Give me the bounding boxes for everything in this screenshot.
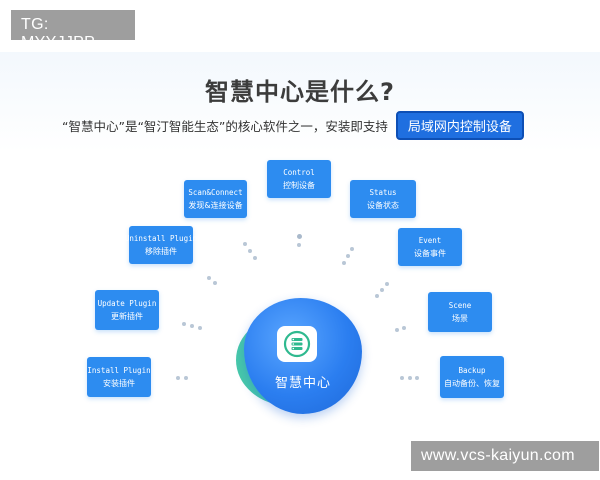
feature-en-label: Scene xyxy=(448,300,472,310)
server-stack-icon xyxy=(277,326,317,362)
feature-cn-label: 安装插件 xyxy=(103,378,135,388)
connector-dot xyxy=(213,281,217,285)
feature-event[interactable]: Event 设备事件 xyxy=(398,228,462,266)
feature-en-label: Status xyxy=(369,187,397,197)
connector-dot xyxy=(350,247,354,251)
connector-dot xyxy=(184,376,188,380)
feature-cn-label: 自动备份、恢复 xyxy=(444,378,500,388)
feature-status[interactable]: Status 设备状态 xyxy=(350,180,416,218)
feature-en-label: Uninstall Plugin xyxy=(124,233,198,243)
feature-cn-label: 移除插件 xyxy=(145,246,177,256)
feature-en-label: Scan&Connect xyxy=(188,187,243,197)
feature-scan-connect[interactable]: Scan&Connect 发现&连接设备 xyxy=(184,180,247,218)
connector-dot xyxy=(248,249,252,253)
connector-dot xyxy=(395,328,399,332)
connector-dot xyxy=(415,376,419,380)
feature-backup[interactable]: Backup 自动备份、恢复 xyxy=(440,356,504,398)
feature-en-label: Install Plugin xyxy=(87,365,151,375)
feature-cn-label: 设备事件 xyxy=(414,248,446,258)
feature-update-plugin[interactable]: Update Plugin 更新插件 xyxy=(95,290,159,330)
connector-dot xyxy=(342,261,346,265)
connector-dot xyxy=(408,376,412,380)
connector-dot xyxy=(400,376,404,380)
feature-cn-label: 发现&连接设备 xyxy=(188,200,243,210)
feature-control[interactable]: Control 控制设备 xyxy=(267,160,331,198)
subtitle-row: “智慧中心”是“智汀智能生态”的核心软件之一，安装即支持 局域网内控制设备 xyxy=(62,110,524,140)
connector-dot xyxy=(297,243,301,247)
page-title: 智慧中心是什么? xyxy=(205,78,395,106)
feature-cn-label: 设备状态 xyxy=(367,200,399,210)
connector-dot xyxy=(385,282,389,286)
hub-label: 智慧中心 xyxy=(274,376,331,391)
connector-dot xyxy=(297,234,302,239)
lan-control-button[interactable]: 局域网内控制设备 xyxy=(395,110,524,140)
connector-dot xyxy=(182,322,186,326)
feature-en-label: Backup xyxy=(458,365,486,375)
connector-dot xyxy=(190,324,194,328)
subtitle: “智慧中心”是“智汀智能生态”的核心软件之一，安装即支持 xyxy=(62,118,388,134)
feature-cn-label: 控制设备 xyxy=(283,180,315,190)
connector-dot xyxy=(176,376,180,380)
feature-en-label: Event xyxy=(418,235,442,245)
feature-scene[interactable]: Scene 场景 xyxy=(428,292,492,332)
connector-dot xyxy=(375,294,379,298)
connector-dot xyxy=(207,276,211,280)
connector-dot xyxy=(243,242,247,246)
connector-dot xyxy=(402,326,406,330)
feature-en-label: Control xyxy=(283,167,315,177)
feature-install-plugin[interactable]: Install Plugin 安装插件 xyxy=(87,357,151,397)
smart-hub-center: 智慧中心 xyxy=(236,298,364,416)
connector-dot xyxy=(346,254,350,258)
feature-cn-label: 更新插件 xyxy=(111,311,143,321)
connector-dot xyxy=(253,256,257,260)
connector-dot xyxy=(380,288,384,292)
feature-en-label: Update Plugin xyxy=(97,298,157,308)
watermark-top: TG: MYYJJPP xyxy=(11,10,135,51)
feature-uninstall-plugin[interactable]: Uninstall Plugin 移除插件 xyxy=(125,226,197,264)
connector-dot xyxy=(198,326,202,330)
watermark-bottom: www.vcs-kaiyun.com xyxy=(411,441,599,471)
feature-cn-label: 场景 xyxy=(452,313,468,323)
